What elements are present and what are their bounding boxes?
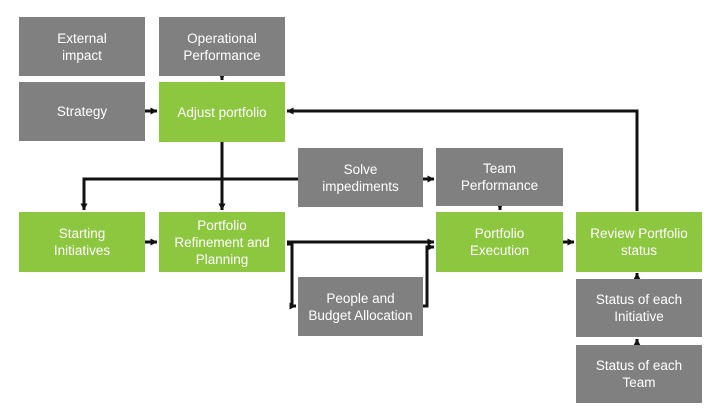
- connector-solve-to-starting: [80, 177, 298, 211]
- node-status-each-team: Status of each Team: [576, 345, 702, 403]
- node-adjust-portfolio: Adjust portfolio: [159, 82, 285, 142]
- node-external-impact: External impact: [19, 17, 145, 76]
- node-people-budget-allocation: People and Budget Allocation: [298, 277, 423, 336]
- connector-people-to-execution: [423, 243, 435, 308]
- node-starting-initiatives: Starting Initiatives: [19, 212, 145, 272]
- node-portfolio-refinement: Portfolio Refinement and Planning: [159, 212, 285, 272]
- node-portfolio-execution: Portfolio Execution: [436, 212, 563, 272]
- node-review-portfolio-status: Review Portfolio status: [576, 212, 702, 272]
- node-strategy: Strategy: [19, 82, 145, 141]
- node-solve-impediments: Solve impediments: [298, 148, 423, 207]
- connector-refinement-to-people: [287, 242, 297, 310]
- connector-review-to-adjust: [286, 107, 639, 211]
- node-status-each-initiative: Status of each Initiative: [576, 279, 702, 337]
- node-operational-performance: Operational Performance: [159, 17, 285, 76]
- node-team-performance: Team Performance: [436, 148, 563, 206]
